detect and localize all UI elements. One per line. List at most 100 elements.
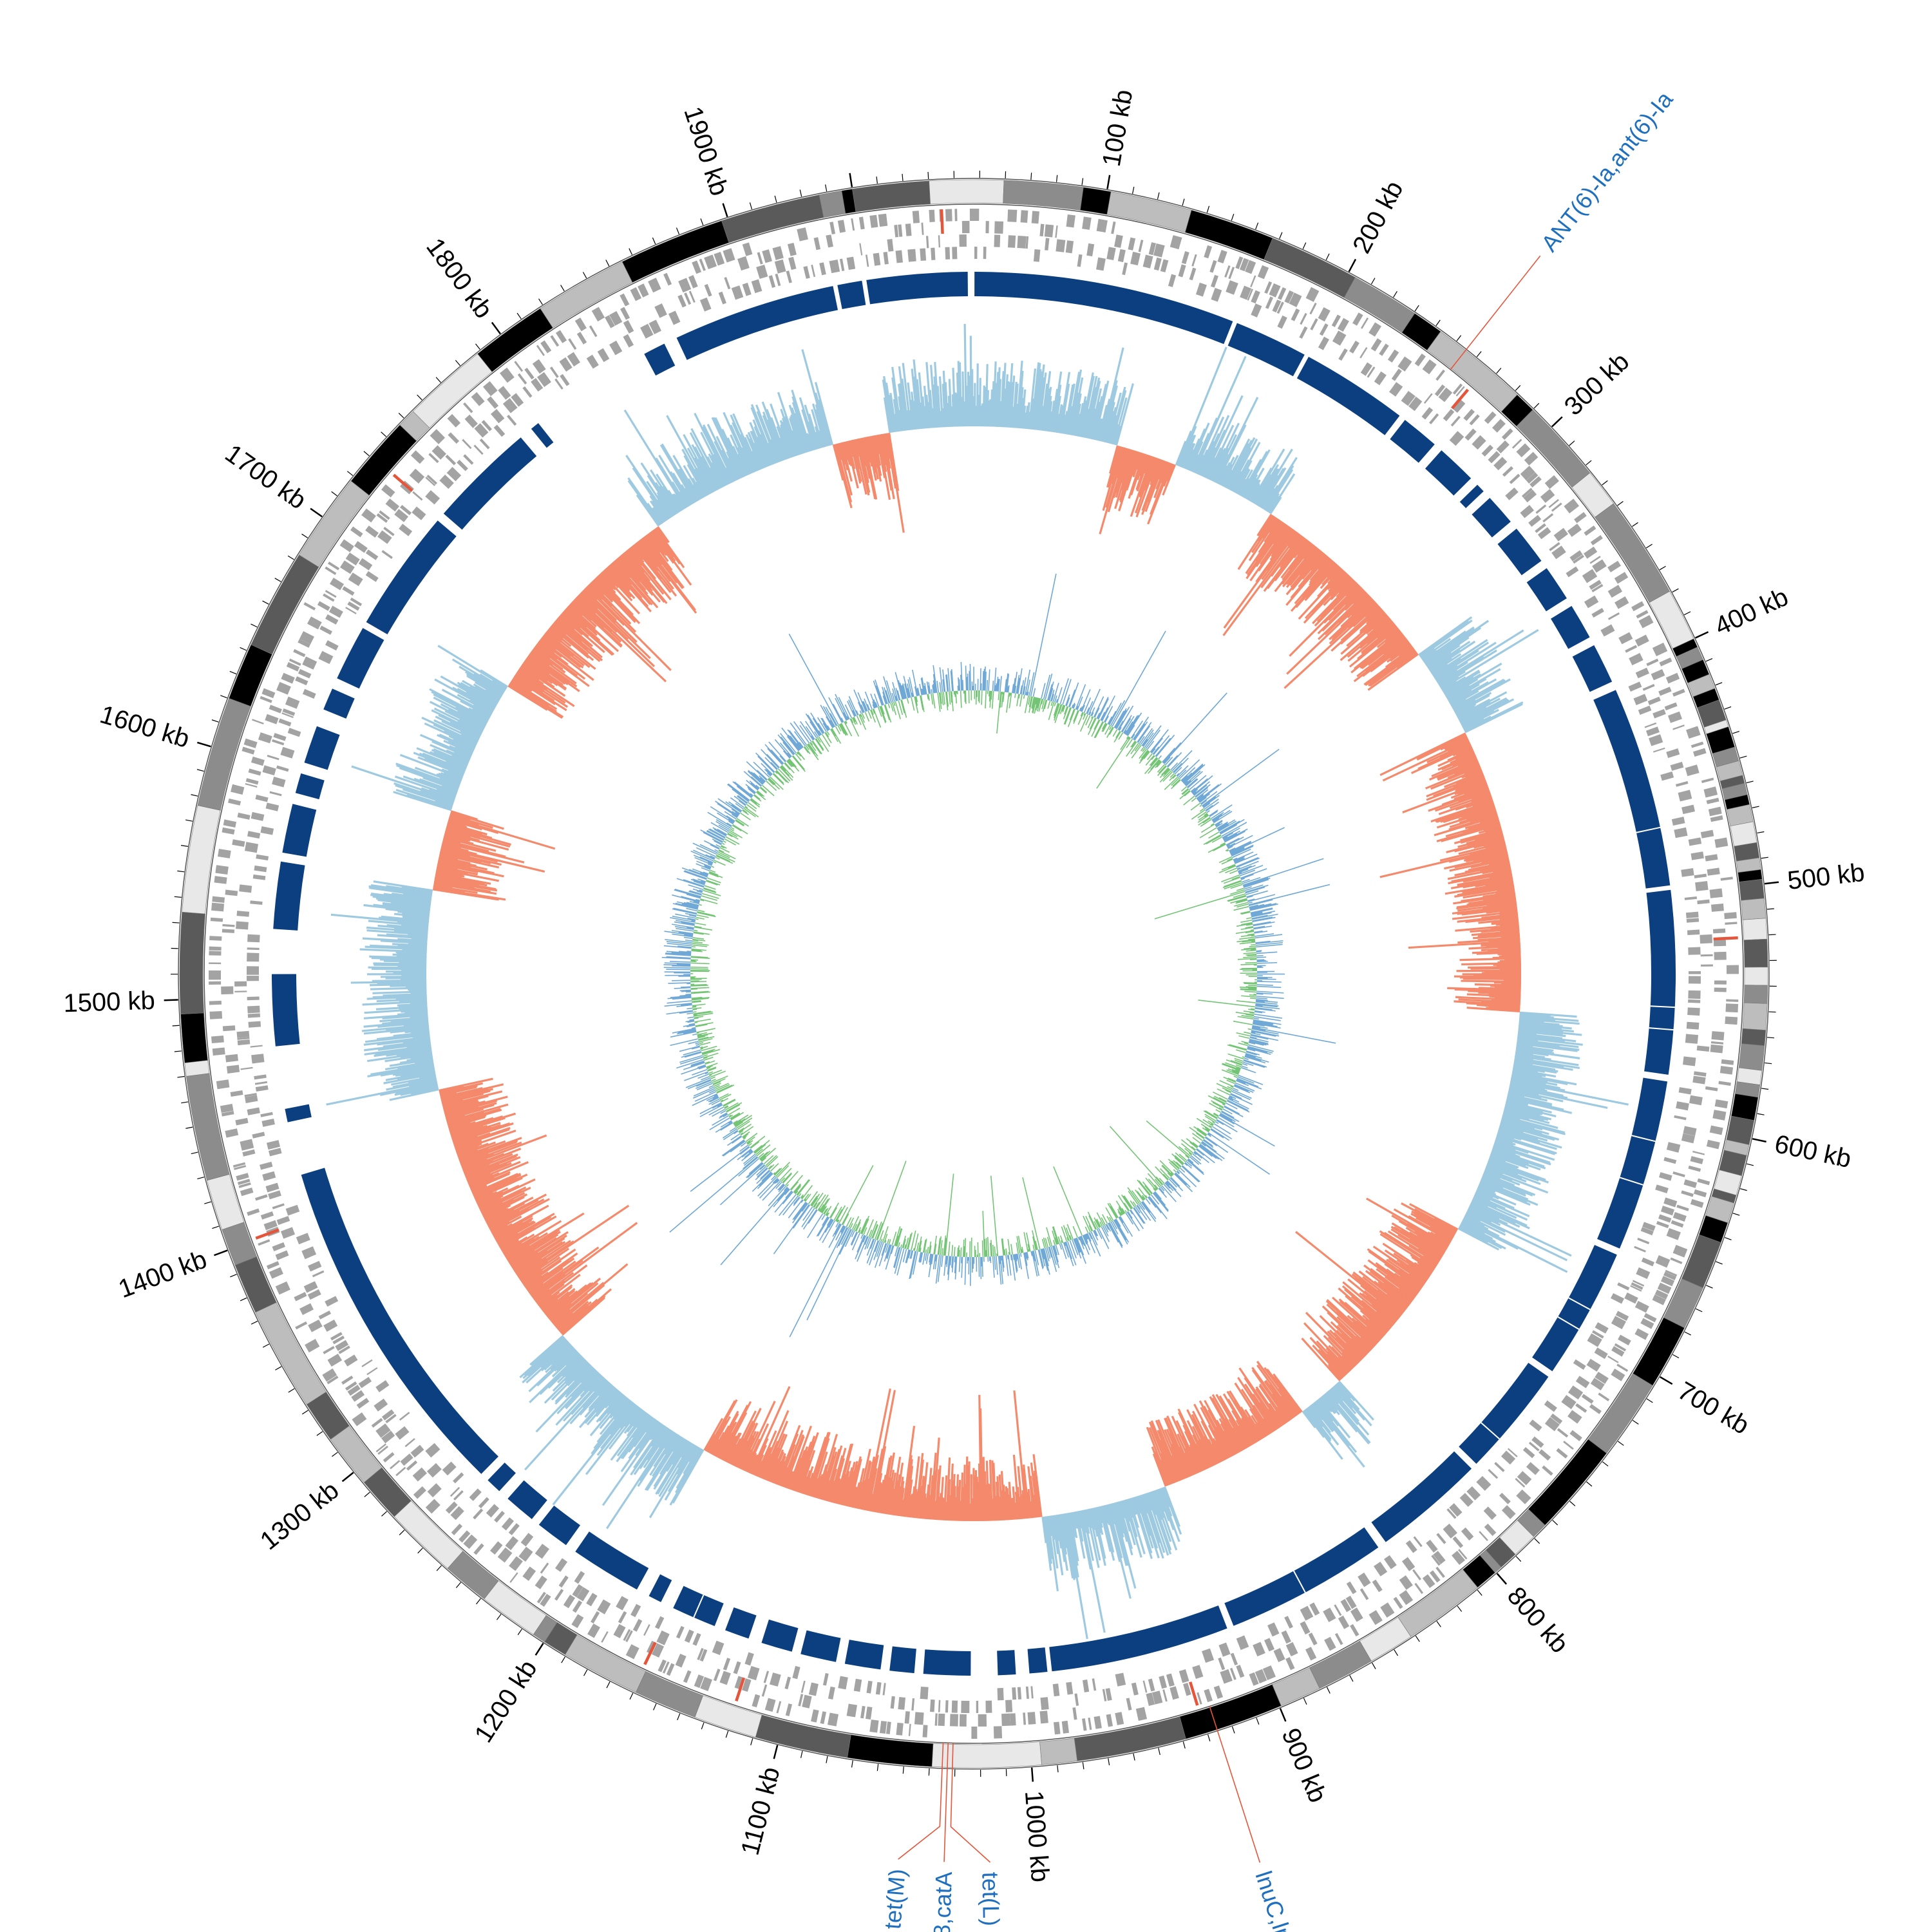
gc-content-bar-high (658, 455, 691, 507)
gc-skew-positive (1142, 732, 1154, 747)
gc-skew-positive (932, 685, 934, 694)
gc-content-bar-high (1479, 1182, 1531, 1206)
gc-content-bar-low (815, 1464, 828, 1499)
cds-reverse (1168, 274, 1177, 287)
gc-content-bar-high (1303, 1408, 1343, 1460)
cds-forward (232, 839, 245, 848)
gc-content-bar-low (1215, 1394, 1249, 1449)
gc-content-bar-low (440, 851, 491, 865)
cds-forward (785, 1703, 793, 1716)
gc-content-bar-high (1457, 1227, 1500, 1251)
gc-skew-positive (1048, 681, 1054, 701)
cds-forward (1516, 443, 1531, 458)
gc-skew-positive (1218, 820, 1237, 832)
blast-hit-block (337, 628, 384, 689)
gc-skew-positive (1186, 771, 1203, 787)
gc-content-bar-high (751, 450, 761, 471)
cds-reverse (239, 884, 252, 893)
major-tick (1695, 631, 1709, 639)
gc-content-bar-high (439, 734, 475, 752)
gc-skew-positive (1251, 912, 1263, 916)
cds-forward (211, 902, 225, 912)
gc-skew-negative (1240, 919, 1253, 923)
gc-content-bar-low (1260, 524, 1289, 565)
gc-content-bar-high (1163, 1486, 1180, 1528)
gc-content-bar-low (1166, 1428, 1189, 1479)
cds-reverse (328, 605, 343, 618)
gc-content-bar-low (1269, 528, 1294, 561)
gc-content-bar-low (1157, 1419, 1184, 1481)
gc-skew-negative (1245, 926, 1254, 929)
gc-skew-negative (1244, 990, 1257, 993)
cds-reverse (1092, 1678, 1097, 1691)
gc-content-bar-low (1407, 1222, 1449, 1248)
gc-skew-positive (1121, 715, 1132, 732)
cds-reverse (1529, 1419, 1542, 1432)
gc-content-bar-high (443, 772, 462, 781)
gc-content-bar-high (595, 1388, 618, 1414)
gc-content-bar-high (689, 432, 721, 489)
contig-block (222, 1222, 257, 1265)
gc-content-bar-high (692, 484, 703, 500)
gc-skew-positive (947, 668, 951, 692)
gc-skew-negative (1182, 788, 1189, 795)
major-tick (164, 999, 178, 1001)
gc-content-bar-high (1514, 1059, 1573, 1071)
gc-content-bar-high (399, 1056, 433, 1065)
gc-content-bar-high (1459, 706, 1487, 723)
cds-reverse (298, 668, 312, 679)
gc-content-bar-high (1502, 1112, 1558, 1130)
gc-content-bar-high (1074, 413, 1081, 437)
gc-content-bar-high (1003, 374, 1009, 428)
gc-content-bar-low (560, 1295, 606, 1335)
gc-content-bar-high (1437, 629, 1524, 685)
gc-skew-positive (1228, 1097, 1234, 1101)
gc-content-bar-low (460, 1141, 522, 1166)
cds-reverse (325, 1296, 339, 1307)
cds-reverse (938, 1700, 941, 1712)
cds-forward (1709, 888, 1723, 898)
gc-content-bar-low (1273, 1376, 1302, 1414)
gc-content-bar-high (1198, 433, 1220, 476)
gc-content-bar-low (792, 1450, 808, 1491)
gc-content-bar-low (1372, 615, 1389, 630)
cds-forward (299, 1303, 314, 1315)
gc-content-bar-low (884, 433, 891, 459)
cds-reverse (278, 718, 292, 726)
cds-forward (327, 1353, 343, 1367)
cds-reverse (1226, 280, 1238, 295)
minor-tick (1326, 1687, 1331, 1694)
gc-content-bar-low (448, 1121, 471, 1130)
cds-forward (356, 1397, 370, 1409)
gc-content-bar-high (399, 999, 428, 1003)
gc-content-bar-low (1121, 450, 1135, 491)
gc-content-bar-high (527, 1340, 568, 1377)
minor-tick (211, 719, 219, 723)
cds-forward (317, 601, 330, 611)
gc-content-bar-high (424, 722, 477, 748)
cds-forward (211, 1035, 224, 1044)
gc-content-bar-low (1362, 640, 1410, 677)
gc-skew-positive (1205, 1136, 1229, 1153)
gc-skew-negative (1031, 696, 1035, 708)
gc-content-bar-low (1461, 882, 1514, 893)
gc-skew-positive (1213, 811, 1233, 824)
gc-content-bar-high (1303, 1410, 1325, 1438)
cds-forward (1499, 1493, 1511, 1504)
gc-content-bar-low (1485, 842, 1506, 849)
gc-content-bar-low (625, 550, 645, 574)
gc-content-bar-low (1427, 1231, 1450, 1245)
gc-content-bar-low (1417, 1261, 1434, 1273)
cds-forward (345, 553, 360, 565)
gc-content-bar-low (1478, 918, 1519, 924)
gc-content-bar-low (1367, 616, 1390, 636)
gc-content-bar-high (640, 462, 676, 516)
cds-reverse (803, 266, 810, 279)
cds-reverse (1672, 1171, 1685, 1177)
minor-tick (701, 1722, 705, 1730)
cds-forward (1433, 1551, 1446, 1564)
gc-content-bar-high (756, 411, 779, 464)
cds-forward (328, 561, 340, 571)
gc-content-bar-high (1059, 1513, 1068, 1548)
gc-content-bar-high (649, 1423, 663, 1441)
